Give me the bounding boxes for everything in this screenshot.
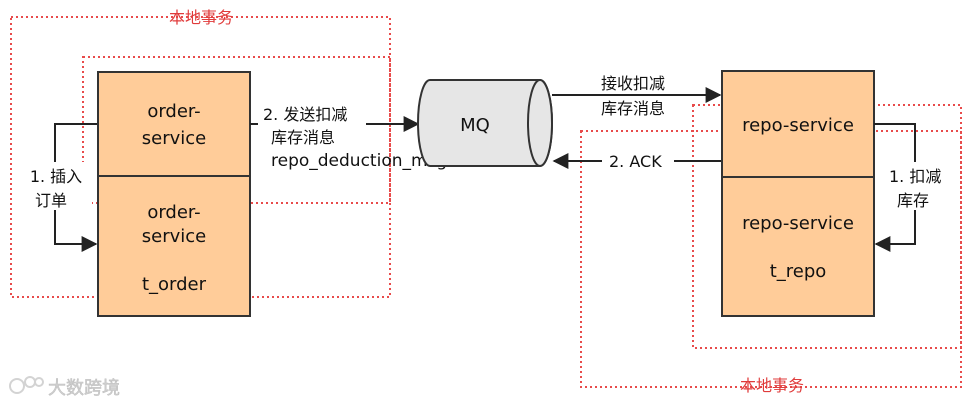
send-label-line1: 2. 发送扣减 (263, 105, 347, 124)
left-side-label-line2: 订单 (35, 191, 67, 210)
right-side-label-line1: 1. 扣减 (889, 167, 941, 186)
mq-cylinder (417, 79, 553, 167)
repo-service-bottom-label: repo-service (742, 213, 854, 234)
repo-service-top-label: repo-service (742, 115, 854, 136)
right-inner-dotted-region (692, 104, 962, 349)
mq-label: MQ (460, 115, 490, 136)
right-transaction-label: 本地事务 (740, 376, 804, 395)
left-side-label-line1: 1. 插入 (30, 167, 82, 186)
right-side-label-bg (884, 162, 944, 210)
send-label-bg (258, 102, 366, 148)
order-service-top-line1: order- (147, 101, 200, 122)
ack-label: 2. ACK (609, 152, 662, 171)
watermark-logo-icon (9, 376, 44, 394)
receive-label-line2: 库存消息 (601, 99, 665, 118)
send-label-en: repo_deduction_msg (271, 151, 447, 171)
order-service-bottom-line1: order- (147, 202, 200, 223)
order-table-name: t_order (142, 274, 207, 295)
repo-service-box-bottom (721, 176, 875, 317)
order-service-bottom-line2: service (142, 226, 206, 247)
receive-label-line1: 接收扣减 (601, 74, 665, 93)
order-service-box-bottom (97, 175, 251, 317)
watermark-text: 大数跨境 (48, 378, 120, 399)
right-side-label-line2: 库存 (897, 191, 929, 210)
ack-label-bg (602, 150, 674, 172)
left-transaction-label: 本地事务 (169, 8, 233, 27)
order-service-top-line2: service (142, 128, 206, 149)
order-service-box-top (97, 71, 251, 177)
repo-table-name: t_repo (770, 261, 827, 282)
left-side-label-bg (22, 162, 92, 210)
send-label-line2: 库存消息 (271, 128, 335, 147)
